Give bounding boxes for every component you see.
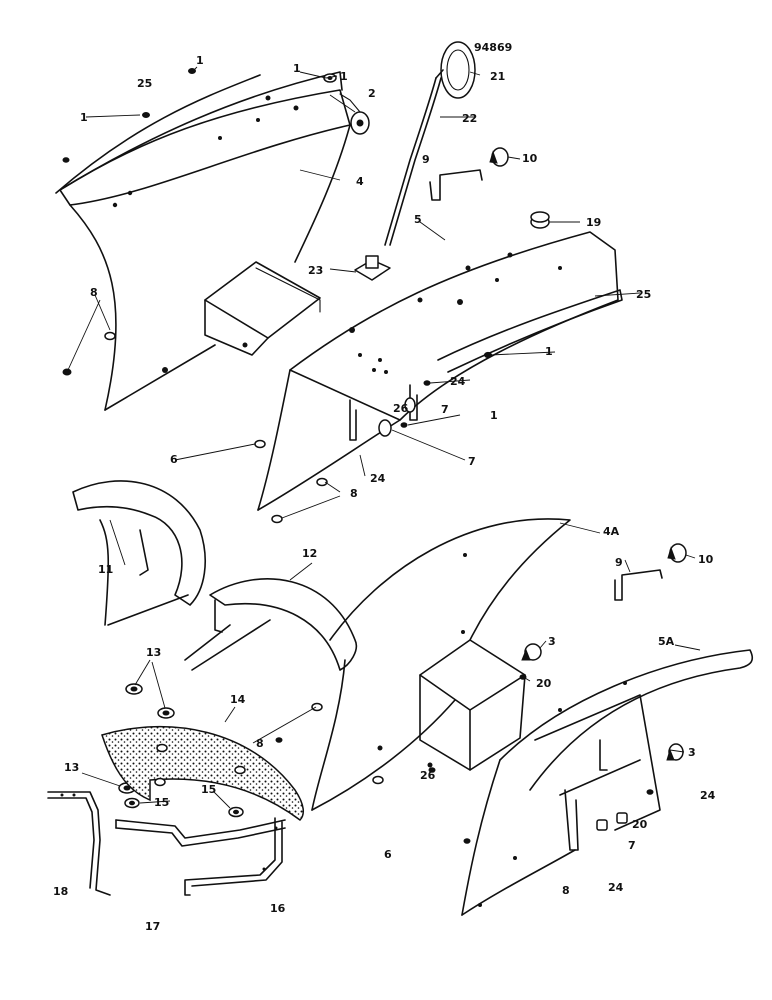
callout-1: 1	[196, 54, 204, 67]
callout-7: 7	[468, 455, 476, 468]
mud-flap-part-14	[101, 725, 305, 821]
callout-24: 24	[700, 789, 716, 802]
callout-1: 1	[340, 70, 348, 83]
callout-3: 3	[688, 746, 696, 759]
bracket-part-9-upper	[429, 169, 483, 201]
callout-9: 9	[422, 153, 430, 166]
callout-7: 7	[628, 839, 636, 852]
callout-25: 25	[636, 288, 651, 301]
callout-22: 22	[462, 112, 477, 125]
small-parts-lower	[275, 674, 654, 844]
callout-5A: 5A	[658, 635, 675, 648]
callout-26: 26	[420, 769, 436, 782]
leader-lines	[67, 66, 701, 809]
bracket-part-17	[115, 819, 286, 847]
callout-15: 15	[201, 783, 216, 796]
callout-20: 20	[536, 677, 552, 690]
lamp-part-10-lower	[667, 543, 687, 563]
callout-8: 8	[256, 737, 264, 750]
fender-part-12	[184, 578, 358, 671]
bolt-washer-part-1	[62, 68, 337, 163]
bracket-part-9-lower	[614, 569, 663, 601]
washer-part-15	[124, 797, 244, 818]
callout-20: 20	[632, 818, 648, 831]
callout-7: 7	[441, 403, 449, 416]
callout-24: 24	[370, 472, 386, 485]
callout-8: 8	[350, 487, 358, 500]
callout-17: 17	[145, 920, 160, 933]
drawing-reference-number: 94869	[474, 41, 512, 54]
callout-1: 1	[545, 345, 553, 358]
plug-part-19	[530, 211, 550, 229]
callout-16: 16	[270, 902, 286, 915]
callout-21: 21	[490, 70, 505, 83]
callout-4A: 4A	[603, 525, 620, 538]
callout-8: 8	[90, 286, 98, 299]
small-parts-right-fender	[62, 331, 492, 524]
mirror-base-part-23	[354, 255, 391, 281]
bumper-part-3	[521, 643, 684, 761]
callout-2: 2	[368, 87, 376, 100]
callout-15: 15	[154, 796, 169, 809]
pulley-part-2	[339, 93, 370, 135]
mirror-arm-part-22	[384, 77, 442, 246]
callout-14: 14	[230, 693, 246, 706]
callout-1: 1	[80, 111, 88, 124]
small-fender-part-11	[72, 480, 206, 626]
callouts: 1 1 1 1 1 1 25 2 21 22 4 9 10 5 19 8 23 …	[53, 54, 716, 933]
callout-12: 12	[302, 547, 317, 560]
callout-3: 3	[548, 635, 556, 648]
callout-18: 18	[53, 885, 68, 898]
callout-1: 1	[490, 409, 498, 422]
callout-5: 5	[414, 213, 422, 226]
callout-23: 23	[308, 264, 323, 277]
callout-24: 24	[450, 375, 466, 388]
callout-10: 10	[698, 553, 714, 566]
callout-9: 9	[615, 556, 623, 569]
mirror-part-21	[435, 41, 476, 99]
callout-11: 11	[98, 563, 113, 576]
callout-19: 19	[586, 216, 601, 229]
bracket-part-18	[47, 791, 111, 896]
callout-1: 1	[293, 62, 301, 75]
callout-6: 6	[170, 453, 178, 466]
callout-13: 13	[146, 646, 161, 659]
large-fender-part-4A	[311, 518, 571, 811]
callout-25: 25	[137, 77, 152, 90]
callout-6: 6	[384, 848, 392, 861]
right-large-fender-part-5A	[461, 649, 754, 916]
callout-24: 24	[608, 881, 624, 894]
lamp-part-10-upper	[489, 147, 509, 167]
callout-26: 26	[393, 402, 409, 415]
left-fender-part-4	[55, 71, 351, 411]
callout-4: 4	[356, 175, 364, 188]
right-fender-part-5	[257, 231, 623, 511]
callout-13: 13	[64, 761, 79, 774]
bracket-part-16	[184, 817, 283, 896]
callout-8: 8	[562, 884, 570, 897]
callout-10: 10	[522, 152, 538, 165]
